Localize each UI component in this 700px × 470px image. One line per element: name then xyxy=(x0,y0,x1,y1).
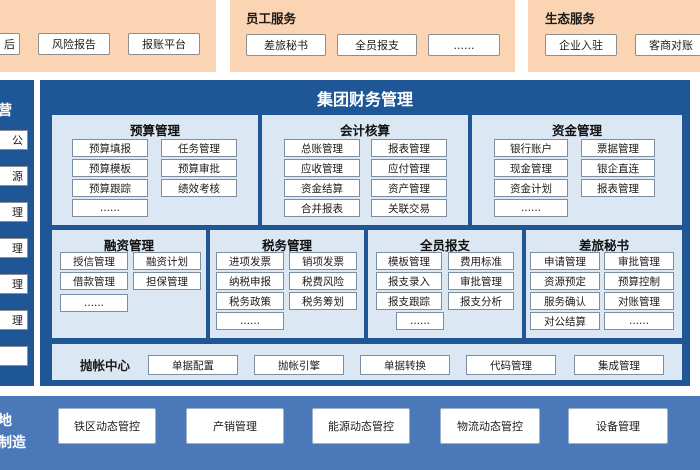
output-invoice-button[interactable]: 销项发票 xyxy=(289,252,357,270)
tax-more[interactable]: ...... xyxy=(216,312,284,330)
fund-plan-button[interactable]: 资金计划 xyxy=(494,179,568,197)
budget-approval-button[interactable]: 预算审批 xyxy=(161,159,237,177)
risk-report-button[interactable]: 风险报告 xyxy=(38,33,110,55)
financing-more[interactable]: ...... xyxy=(60,294,128,312)
tax-risk-button[interactable]: 税费风险 xyxy=(289,272,357,290)
bill-management-button[interactable]: 票据管理 xyxy=(581,139,655,157)
task-management-button[interactable]: 任务管理 xyxy=(161,139,237,157)
loan-management-button[interactable]: 借款管理 xyxy=(60,272,128,290)
left-column-item-0[interactable]: 公 xyxy=(0,130,28,150)
reimbursement-analysis-button[interactable]: 报支分析 xyxy=(448,292,514,310)
reimbursement-more[interactable]: ...... xyxy=(396,312,444,330)
report-management-button[interactable]: 报表管理 xyxy=(371,139,447,157)
merchant-reconciliation-button[interactable]: 客商对账 xyxy=(635,34,700,56)
guarantee-management-button[interactable]: 担保管理 xyxy=(133,272,201,290)
asset-management-button[interactable]: 资产管理 xyxy=(371,179,447,197)
receivables-button[interactable]: 应收管理 xyxy=(284,159,360,177)
all-staff-reimbursement-button[interactable]: 全员报支 xyxy=(337,34,417,56)
left-column-item-4[interactable]: 理 xyxy=(0,274,28,294)
related-transactions-button[interactable]: 关联交易 xyxy=(371,199,447,217)
logistics-control-button[interactable]: 物流动态管控 xyxy=(440,408,540,444)
fund-settlement-button[interactable]: 资金结算 xyxy=(284,179,360,197)
tax-policy-button[interactable]: 税务政策 xyxy=(216,292,284,310)
bottom-label-line-1: 地 xyxy=(0,413,12,429)
budget-control-button[interactable]: 预算控制 xyxy=(604,272,674,290)
left-column-title: 营 xyxy=(0,103,12,119)
tax-planning-button[interactable]: 税务筹划 xyxy=(289,292,357,310)
integration-management-button[interactable]: 集成管理 xyxy=(574,355,664,375)
left-column-item-2[interactable]: 理 xyxy=(0,202,28,222)
all-staff-reimbursement-title: 全员报支 xyxy=(419,238,470,253)
resource-booking-button[interactable]: 资源预定 xyxy=(530,272,600,290)
left-column-item-1[interactable]: 源 xyxy=(0,166,28,186)
posting-center-title: 抛帐中心 xyxy=(80,358,131,373)
general-ledger-button[interactable]: 总账管理 xyxy=(284,139,360,157)
bottom-label-line-2: 制造 xyxy=(0,435,26,451)
performance-review-button[interactable]: 绩效考核 xyxy=(161,179,237,197)
budget-more[interactable]: ...... xyxy=(72,199,148,217)
accounting-title: 会计核算 xyxy=(339,123,390,138)
energy-control-button[interactable]: 能源动态管控 xyxy=(312,408,410,444)
expense-standard-button[interactable]: 费用标准 xyxy=(448,252,514,270)
reimbursement-tracking-button[interactable]: 报支跟踪 xyxy=(376,292,442,310)
left-operations-column xyxy=(0,80,34,386)
bank-direct-link-button[interactable]: 银企直连 xyxy=(581,159,655,177)
funds-report-button[interactable]: 报表管理 xyxy=(581,179,655,197)
left-column-item-3[interactable]: 理 xyxy=(0,238,28,258)
tax-filing-button[interactable]: 纳税申报 xyxy=(216,272,284,290)
bank-account-button[interactable]: 银行账户 xyxy=(494,139,568,157)
reconciliation-button[interactable]: 对账管理 xyxy=(604,292,674,310)
budget-management-title: 预算管理 xyxy=(129,123,180,138)
reimbursement-platform-button[interactable]: 报账平台 xyxy=(128,33,200,55)
template-management-button[interactable]: 模板管理 xyxy=(376,252,442,270)
service-confirmation-button[interactable]: 服务确认 xyxy=(530,292,600,310)
eco-service-title: 生态服务 xyxy=(545,11,596,26)
production-sales-button[interactable]: 产销管理 xyxy=(186,408,284,444)
top-left-item-0[interactable]: 后 xyxy=(0,33,20,55)
budget-fill-button[interactable]: 预算填报 xyxy=(72,139,148,157)
employee-service-title: 员工服务 xyxy=(246,11,297,26)
tax-management-title: 税务管理 xyxy=(261,238,312,253)
corporate-settlement-button[interactable]: 对公结算 xyxy=(530,312,600,330)
funds-management-title: 资金管理 xyxy=(551,123,602,138)
document-config-button[interactable]: 单据配置 xyxy=(148,355,238,375)
budget-tracking-button[interactable]: 预算跟踪 xyxy=(72,179,148,197)
travel-more[interactable]: ...... xyxy=(604,312,674,330)
approval-management-button[interactable]: 审批管理 xyxy=(448,272,514,290)
left-column-item-6[interactable] xyxy=(0,346,28,366)
consolidated-statements-button[interactable]: 合并报表 xyxy=(284,199,360,217)
application-management-button[interactable]: 申请管理 xyxy=(530,252,600,270)
left-column-item-5[interactable]: 理 xyxy=(0,310,28,330)
iron-zone-control-button[interactable]: 铁区动态管控 xyxy=(58,408,156,444)
code-management-button[interactable]: 代码管理 xyxy=(466,355,556,375)
cash-management-button[interactable]: 现金管理 xyxy=(494,159,568,177)
reimbursement-entry-button[interactable]: 报支录入 xyxy=(376,272,442,290)
travel-secretary-button[interactable]: 差旅秘书 xyxy=(246,34,326,56)
funds-more[interactable]: ...... xyxy=(494,199,568,217)
equipment-management-button[interactable]: 设备管理 xyxy=(568,408,668,444)
document-conversion-button[interactable]: 单据转换 xyxy=(360,355,450,375)
posting-engine-button[interactable]: 抛帐引擎 xyxy=(254,355,344,375)
payables-button[interactable]: 应付管理 xyxy=(371,159,447,177)
employee-service-more[interactable]: ...... xyxy=(428,34,500,56)
financing-plan-button[interactable]: 融资计划 xyxy=(133,252,201,270)
group-finance-title: 集团财务管理 xyxy=(316,90,413,109)
travel-approval-button[interactable]: 审批管理 xyxy=(604,252,674,270)
enterprise-onboarding-button[interactable]: 企业入驻 xyxy=(545,34,617,56)
credit-management-button[interactable]: 授信管理 xyxy=(60,252,128,270)
input-invoice-button[interactable]: 进项发票 xyxy=(216,252,284,270)
travel-secretary-title: 差旅秘书 xyxy=(578,238,629,253)
financing-title: 融资管理 xyxy=(103,238,154,253)
budget-template-button[interactable]: 预算模板 xyxy=(72,159,148,177)
